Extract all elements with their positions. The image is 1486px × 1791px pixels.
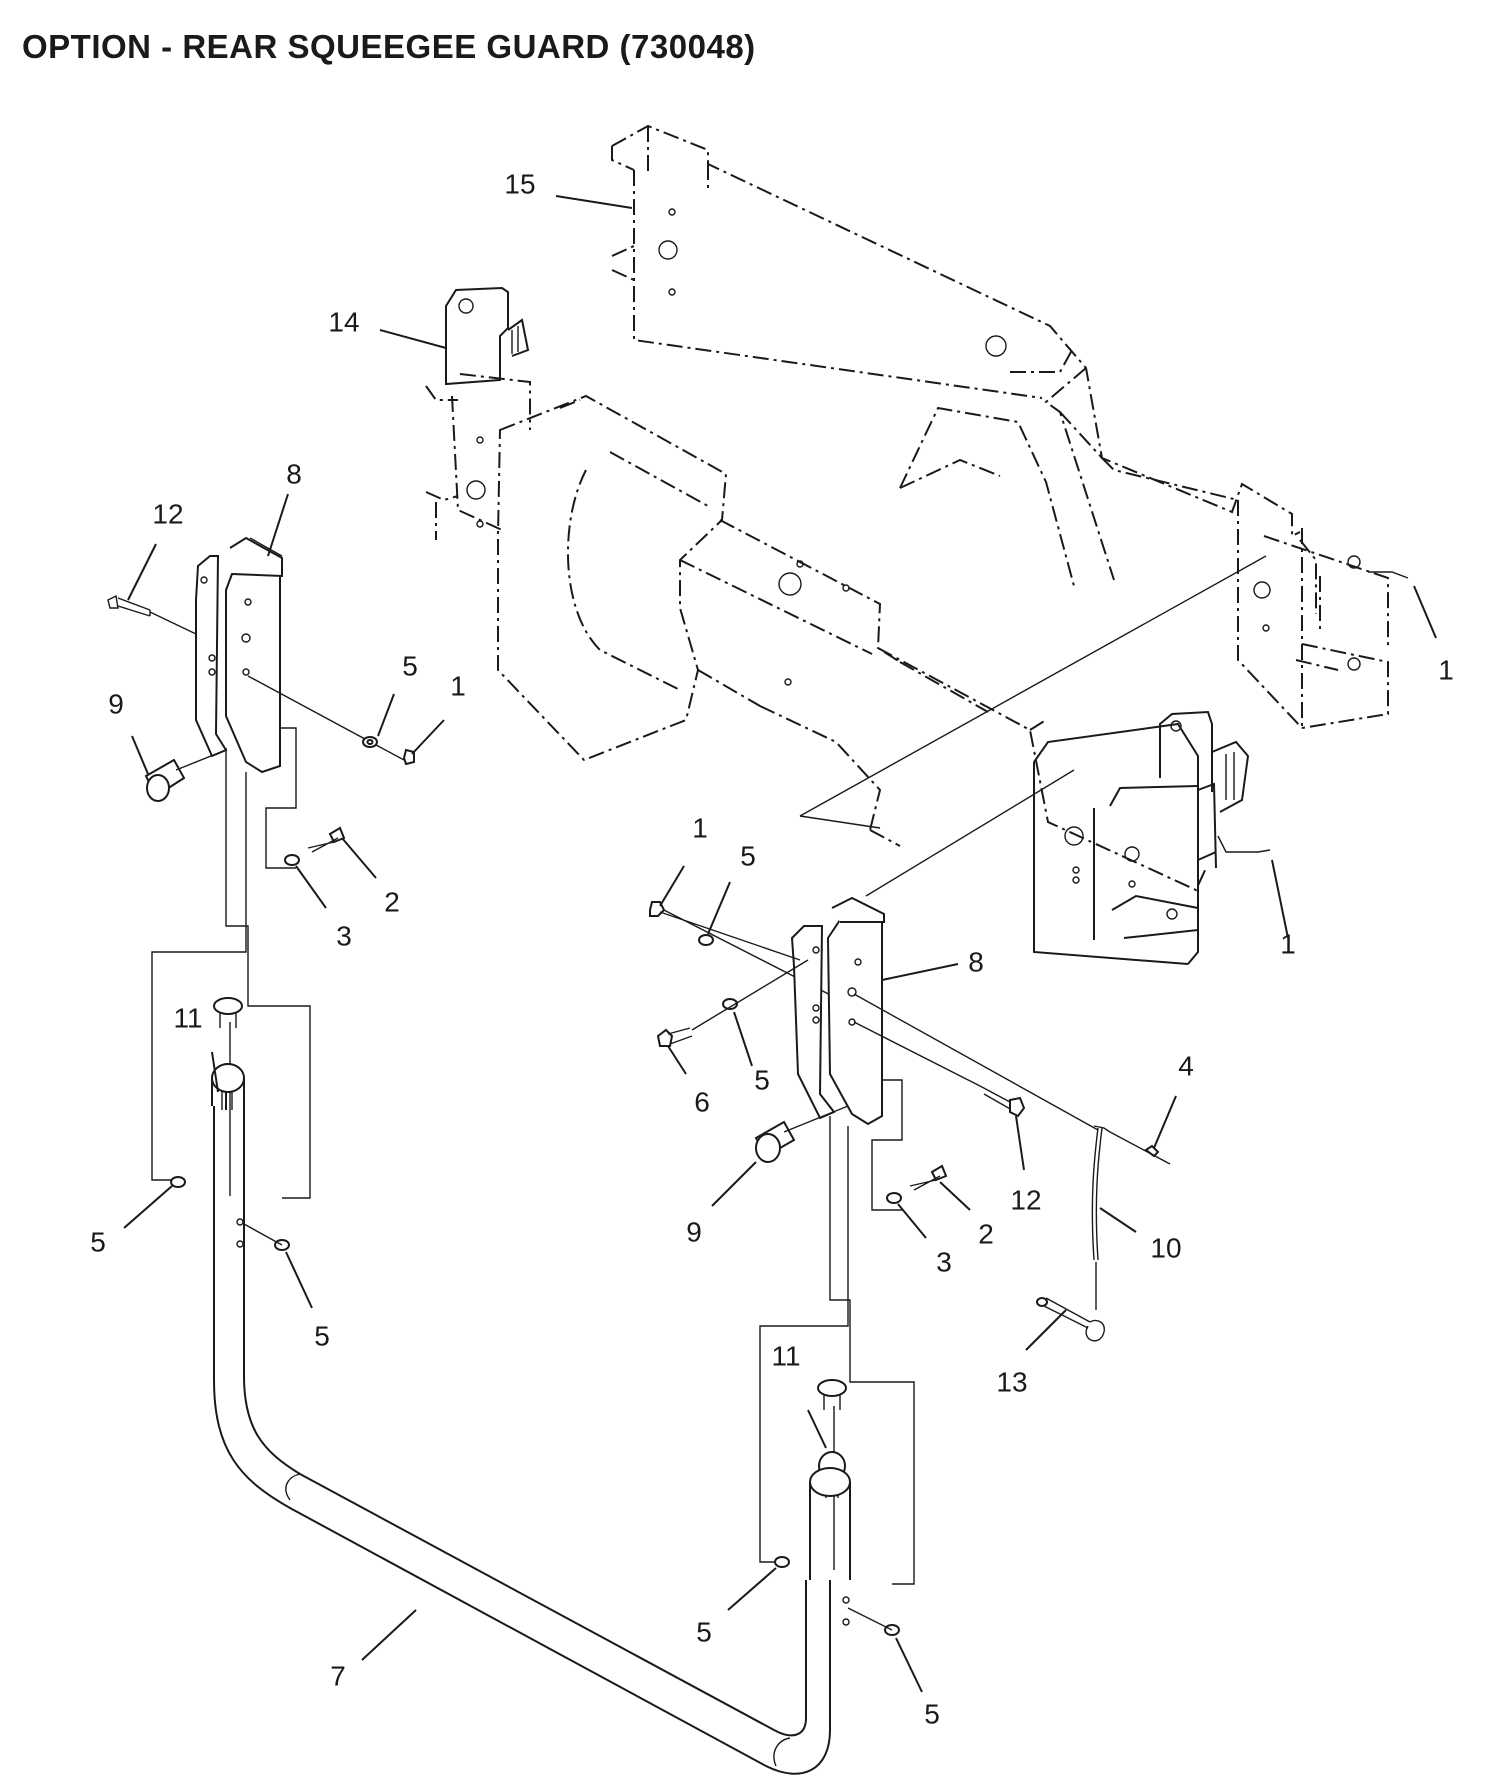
callout-4-right: 4 [1178,1050,1194,1081]
leader-11-left [211,1051,219,1093]
callout-5-right-mid: 5 [754,1064,770,1095]
leader-8-left [267,493,289,557]
callout-1-right: 1 [692,812,708,843]
callout-14: 14 [328,306,359,337]
leader-12-left [127,543,157,601]
callout-5-left: 5 [402,650,418,681]
callout-15: 15 [504,168,535,199]
leader-1-left [411,719,445,755]
callout-11-right: 11 [771,1340,800,1371]
leader-5-right-top [707,881,731,935]
leader-11-right [807,1409,827,1449]
leader-7 [361,1609,417,1661]
leader-8-right [881,963,959,981]
callout-5-right-b: 5 [924,1698,940,1729]
callout-9-left: 9 [108,688,124,719]
rear-frame-assembly [425,124,1389,892]
callout-3-right: 3 [936,1246,952,1277]
callout-5-left-a: 5 [90,1226,106,1257]
leader-5-left-b [285,1251,313,1309]
leader-5-right-mid [733,1011,753,1067]
callout-7: 7 [330,1660,346,1691]
leader-1-right-mid [1271,859,1289,939]
assembly-leader-lines [659,555,1409,1009]
leader-5-left [377,693,395,737]
callout-labels: 15 14 8 12 5 1 9 2 3 11 5 5 1 1 1 5 8 6 … [90,168,1454,1729]
leader-6-right [667,1045,687,1075]
callout-1-left: 1 [450,670,466,701]
callout-1-right-mid: 1 [1280,928,1296,959]
leader-4-right [1153,1095,1177,1149]
page-title: OPTION - REAR SQUEEGEE GUARD (730048) [22,28,756,65]
callout-3-left: 3 [336,920,352,951]
leader-15 [555,195,633,209]
lower-frame-mount [1033,710,1250,965]
leader-1-right [659,865,685,907]
leader-2-left [341,837,377,879]
leader-3-left [295,865,327,909]
callout-8-right: 8 [968,946,984,977]
callout-8-left: 8 [286,458,302,489]
callout-9-right: 9 [686,1216,702,1247]
left-hinge-assembly [107,536,415,1251]
callout-11-left: 11 [173,1002,202,1033]
leader-9-left [131,735,149,775]
callout-5-right-top: 5 [740,840,756,871]
leader-10-right [1099,1207,1137,1233]
callout-5-right-a: 5 [696,1616,712,1647]
leader-3-right [897,1203,927,1239]
leader-arrows [123,195,1437,1693]
leader-1-right-top [1413,585,1437,639]
leader-13-right [1025,1309,1067,1351]
callout-6-right: 6 [694,1086,710,1117]
callout-5-left-b: 5 [314,1320,330,1351]
leader-12-right [1015,1115,1025,1171]
callout-2-right: 2 [978,1218,994,1249]
callout-12-right: 12 [1010,1184,1041,1215]
leader-2-right [939,1181,971,1211]
callout-2-left: 2 [384,886,400,917]
leader-5-right-a [727,1567,777,1611]
leader-5-right-b [895,1637,923,1693]
leader-9-right [711,1161,757,1207]
upper-mount-bracket [445,286,530,386]
callout-13-right: 13 [996,1366,1027,1397]
callout-12-left: 12 [152,498,183,529]
right-hinge-assembly [649,896,1171,1636]
leader-5-left-a [123,1185,173,1229]
guard-tube [211,1063,851,1775]
leader-14 [379,329,447,349]
callout-10-right: 10 [1150,1232,1181,1263]
callout-1-right-top: 1 [1438,654,1454,685]
